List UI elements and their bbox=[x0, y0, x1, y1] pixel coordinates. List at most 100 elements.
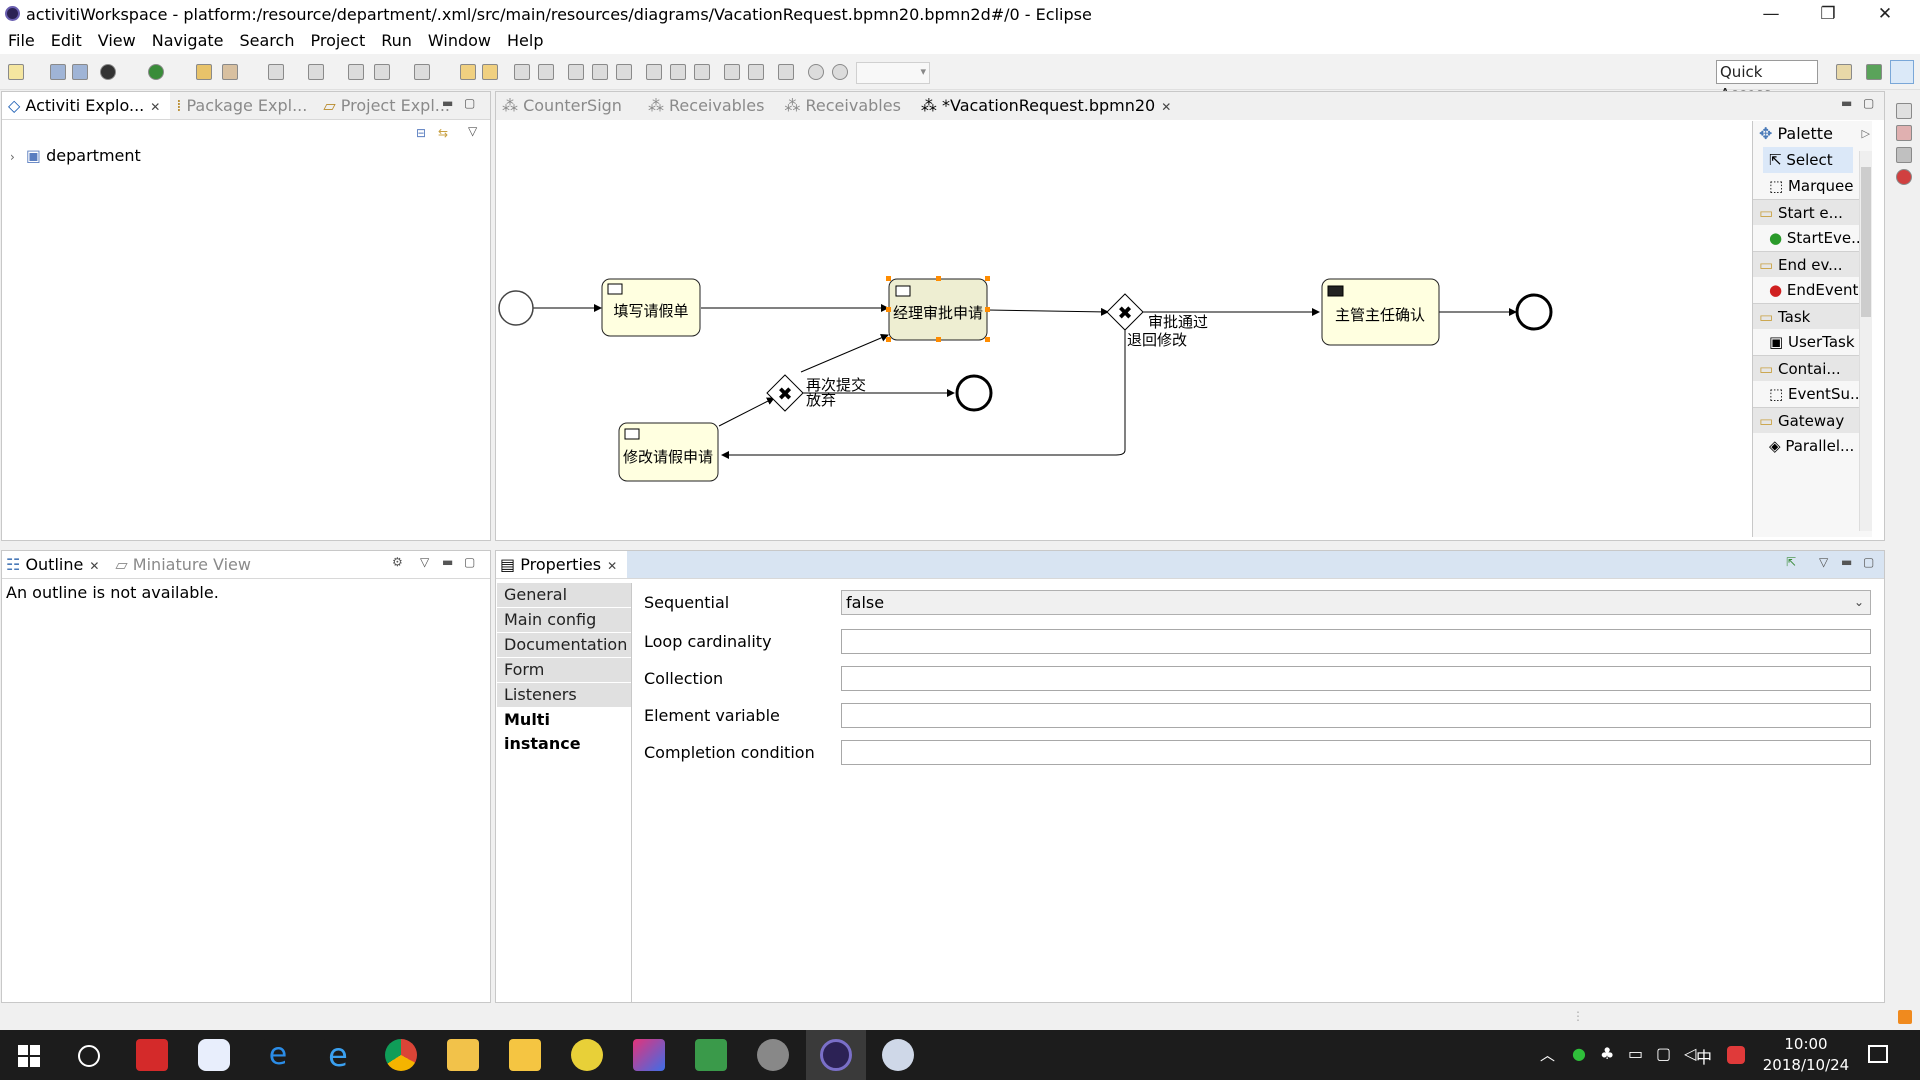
palette-tool-marquee[interactable]: ⬚ Marquee bbox=[1763, 173, 1872, 199]
palette-drawer-task[interactable]: ▭ Task bbox=[1753, 303, 1872, 329]
tab-receivables-1[interactable]: ⁂ Receivables bbox=[642, 92, 774, 120]
paste-icon[interactable] bbox=[538, 64, 554, 80]
activiti-perspective-icon[interactable] bbox=[1890, 60, 1914, 84]
palette-item-end-event[interactable]: ● EndEvent bbox=[1763, 277, 1872, 303]
calendar-app-icon[interactable] bbox=[136, 1039, 168, 1071]
qq-tray-icon[interactable]: ♣ bbox=[1600, 1044, 1615, 1063]
back-icon[interactable] bbox=[374, 64, 390, 80]
battery-icon[interactable]: ▭ bbox=[1628, 1044, 1644, 1063]
save-icon[interactable] bbox=[50, 64, 66, 80]
menu-search[interactable]: Search bbox=[239, 31, 295, 50]
tab-miniature-view[interactable]: ▱ Miniature View bbox=[109, 551, 261, 578]
menu-navigate[interactable]: Navigate bbox=[151, 31, 224, 50]
flow-label-approved[interactable]: 审批通过 bbox=[1148, 313, 1208, 331]
pin-view-icon[interactable]: ⇱ bbox=[1786, 555, 1797, 569]
tab-countersign[interactable]: ⁂ CounterSign bbox=[496, 92, 632, 120]
selection-handles[interactable] bbox=[886, 276, 990, 342]
view-menu-icon[interactable]: ▽ bbox=[1819, 555, 1829, 569]
open-type-icon[interactable] bbox=[196, 64, 212, 80]
start-event[interactable] bbox=[498, 290, 534, 326]
previous-annotation-icon[interactable] bbox=[308, 64, 324, 80]
minimize-view-icon[interactable]: ▬ bbox=[442, 555, 454, 569]
zoom-out-icon[interactable] bbox=[808, 64, 824, 80]
menu-run[interactable]: Run bbox=[381, 31, 412, 50]
tab-project-explorer[interactable]: ▱ Project Expl... bbox=[317, 92, 460, 119]
error-log-icon[interactable] bbox=[1896, 169, 1912, 185]
intellij-idea-icon[interactable] bbox=[633, 1039, 665, 1071]
quick-access-field[interactable]: Quick Access bbox=[1716, 60, 1818, 103]
distribute-icon[interactable] bbox=[778, 64, 794, 80]
menu-help[interactable]: Help bbox=[507, 31, 544, 50]
tab-properties[interactable]: ▤ Properties✕ bbox=[496, 551, 628, 578]
tree-item-department[interactable]: › ▣ department bbox=[10, 146, 141, 165]
run-icon[interactable] bbox=[148, 64, 164, 80]
bpmn-canvas[interactable]: ✖ ✖ 填写请假单 经理审批申请 修改请假申请 bbox=[496, 120, 1752, 540]
internet-explorer-icon[interactable]: e bbox=[322, 1039, 354, 1071]
last-edit-icon[interactable] bbox=[348, 64, 364, 80]
save-all-icon[interactable] bbox=[72, 64, 88, 80]
maximize-view-icon[interactable]: ▢ bbox=[1863, 555, 1875, 569]
clock-time[interactable]: 10:00 bbox=[1784, 1035, 1828, 1053]
match-height-icon[interactable] bbox=[748, 64, 764, 80]
editor-app-icon[interactable] bbox=[571, 1039, 603, 1071]
menu-edit[interactable]: Edit bbox=[50, 31, 82, 50]
flow-label-resubmit[interactable]: 再次提交 bbox=[806, 376, 866, 394]
palette-drawer-gateway[interactable]: ▭ Gateway bbox=[1753, 407, 1872, 433]
chevron-up-icon[interactable]: ︿ bbox=[1540, 1046, 1556, 1064]
wechat-tray-icon[interactable]: ● bbox=[1572, 1044, 1586, 1063]
sequential-select[interactable]: false ⌄ bbox=[841, 590, 1871, 615]
debug-icon[interactable] bbox=[100, 64, 116, 80]
database-tool-icon[interactable] bbox=[695, 1039, 727, 1071]
align-bottom-icon[interactable] bbox=[694, 64, 710, 80]
next-annotation-icon[interactable] bbox=[268, 64, 284, 80]
palette-tool-select[interactable]: ⇱ Select bbox=[1763, 147, 1853, 173]
tab-outline[interactable]: ☷ Outline✕ bbox=[2, 551, 110, 578]
palette-drawer-start-events[interactable]: ▭ Start e... bbox=[1753, 199, 1872, 225]
view-menu-icon[interactable]: ▽ bbox=[420, 555, 430, 569]
exclusive-gateway-approval[interactable]: ✖ bbox=[1106, 293, 1144, 331]
network-icon[interactable]: ▢ bbox=[1656, 1044, 1672, 1063]
palette-item-event-subprocess[interactable]: ⬚ EventSu... bbox=[1763, 381, 1872, 407]
view-toolbar-icon[interactable]: ⚙ bbox=[392, 555, 403, 569]
section-listeners[interactable]: Listeners bbox=[497, 683, 631, 708]
scrollbar-thumb[interactable] bbox=[1861, 167, 1871, 317]
palette-drawer-end-events[interactable]: ▭ End ev... bbox=[1753, 251, 1872, 277]
open-task-icon[interactable] bbox=[222, 64, 238, 80]
view-menu-icon[interactable]: ▽ bbox=[468, 124, 478, 138]
section-general[interactable]: General bbox=[497, 583, 631, 608]
close-icon[interactable]: ✕ bbox=[607, 559, 618, 573]
sogou-ime-icon[interactable] bbox=[1727, 1046, 1745, 1064]
flow-label-abandon[interactable]: 放弃 bbox=[806, 391, 836, 409]
maximize-view-icon[interactable]: ▢ bbox=[1863, 96, 1875, 110]
media-app-icon[interactable] bbox=[757, 1039, 789, 1071]
copy-icon[interactable] bbox=[514, 64, 530, 80]
tab-vacation-request[interactable]: ⁂ *VacationRequest.bpmn20✕ bbox=[914, 92, 1182, 120]
end-event-abandon[interactable] bbox=[955, 374, 993, 412]
tab-package-explorer[interactable]: ⁞ Package Expl... bbox=[170, 92, 317, 119]
align-left-icon[interactable] bbox=[568, 64, 584, 80]
action-center-icon[interactable] bbox=[1868, 1045, 1888, 1063]
minimize-view-icon[interactable]: ▬ bbox=[1841, 555, 1853, 569]
open-perspective-icon[interactable] bbox=[1836, 64, 1852, 80]
user-task-modify-request[interactable]: 修改请假申请 bbox=[618, 422, 719, 482]
collection-input[interactable] bbox=[841, 666, 1871, 691]
rss-icon[interactable] bbox=[1898, 1010, 1912, 1024]
eclipse-taskbar-button[interactable] bbox=[806, 1030, 866, 1080]
link-editor-icon[interactable]: ⇆ bbox=[438, 126, 449, 140]
completion-condition-input[interactable] bbox=[841, 740, 1871, 765]
collapse-all-icon[interactable]: ⊟ bbox=[416, 126, 427, 140]
align-right-icon[interactable] bbox=[616, 64, 632, 80]
section-multi-instance[interactable]: Multi instance bbox=[497, 708, 631, 753]
align-center-icon[interactable] bbox=[592, 64, 608, 80]
console-icon[interactable] bbox=[1896, 147, 1912, 163]
flow-resubmit[interactable] bbox=[800, 334, 889, 373]
end-event[interactable] bbox=[1515, 293, 1553, 331]
minimize-view-icon[interactable]: ▬ bbox=[1841, 96, 1853, 110]
minimize-view-icon[interactable]: ▬ bbox=[442, 96, 454, 110]
palette-drawer-container[interactable]: ▭ Contai... bbox=[1753, 355, 1872, 381]
chevron-right-icon[interactable]: ▷ bbox=[1861, 127, 1870, 140]
match-width-icon[interactable] bbox=[724, 64, 740, 80]
zoom-in-icon[interactable] bbox=[832, 64, 848, 80]
cortana-search-icon[interactable] bbox=[78, 1045, 100, 1067]
section-form[interactable]: Form bbox=[497, 658, 631, 683]
